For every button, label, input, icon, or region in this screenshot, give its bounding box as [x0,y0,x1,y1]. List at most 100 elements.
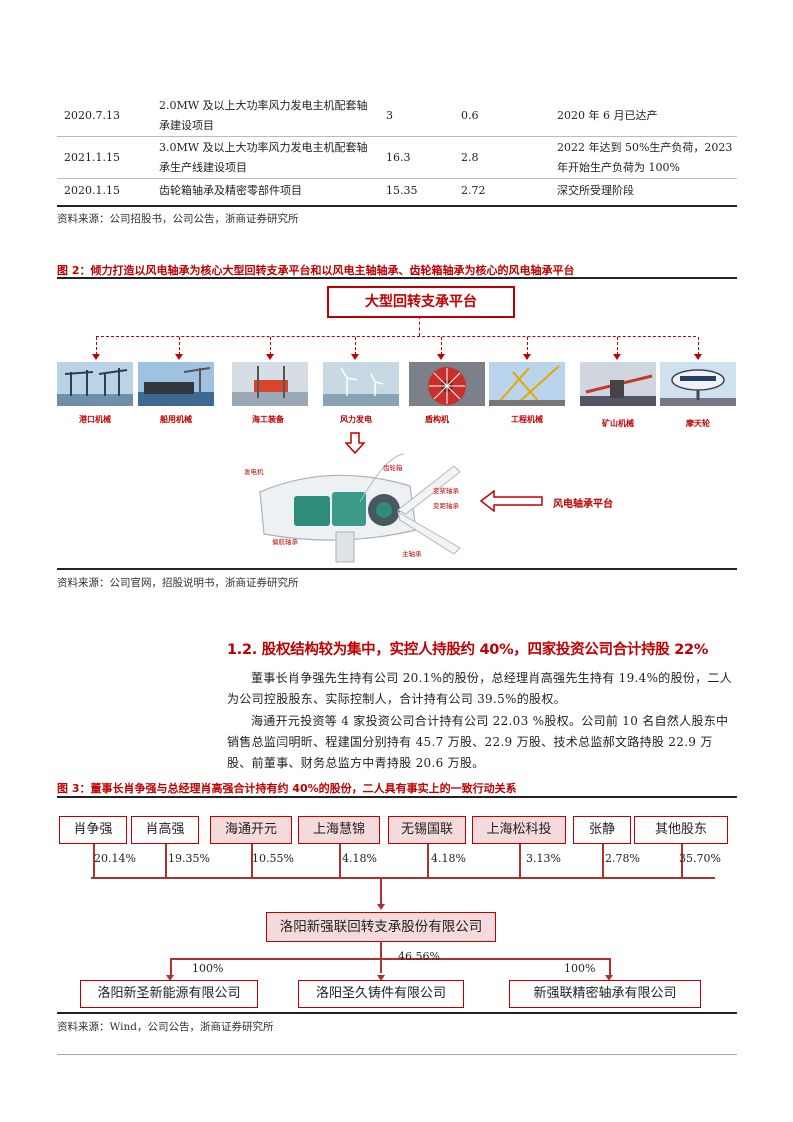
figure2-title: 图 2：倾力打造以风电轴承为核心大型回转支承平台和以风电主轴轴承、齿轮箱轴承为核… [57,264,575,277]
down-arrow-icon [344,432,366,458]
ownership-pct: 100% [564,962,596,975]
project-cell: 2.0MW 及以上大功率风力发电主机配套轴 [159,99,368,112]
section-heading: 1.2. 股权结构较为集中，实控人持股约 40%，四家投资公司合计持股 22% [227,642,709,658]
ownership-pct: 100% [192,962,224,975]
arrowhead-icon [523,354,531,360]
mining-machinery-image [580,362,656,406]
amount-cell: 0.6 [461,109,479,122]
connector-line [339,844,341,878]
ferris-wheel-image [660,362,736,406]
figure3-title: 图 3：董事长肖争强与总经理肖高强合计持有约 40%的股份，二人具有事实上的一致… [57,782,517,795]
connector-line [170,958,172,976]
footer-rule [57,1054,737,1055]
subsidiary-box: 洛阳新圣新能源有限公司 [80,980,258,1008]
label-main-bearing: 主轴承 [402,550,422,558]
figure3-bottom-rule [57,1012,737,1014]
figure2-source: 资料来源：公司官网，招股说明书，浙商证券研究所 [57,577,299,589]
connector-line [427,844,429,878]
connector-line [380,878,382,908]
shareholding-pct: 3.13% [526,852,561,865]
arrowhead-icon [351,354,359,360]
label-yaw-bearing: 变距轴承 [433,502,459,510]
project-cell: 3.0MW 及以上大功率风力发电主机配套轴 [159,141,368,154]
shareholding-pct: 2.78% [605,852,640,865]
shareholder-box: 肖争强 [59,816,127,844]
table-bottom-rule [57,205,737,207]
label-yaw-bearing-2: 偏航轴承 [272,538,298,546]
status-cell: 年开始生产负荷为 100% [557,161,680,174]
offshore-equipment-image [232,362,308,406]
figure2-bottom-rule [57,568,737,570]
amount-cell: 2.72 [461,184,486,197]
arrowhead-icon [377,975,385,981]
paragraph: 海通开元投资等 4 家投资公司合计持有公司 22.03 %股权。公司前 10 名… [227,714,729,770]
shareholder-box: 上海慧锦 [298,816,380,844]
branch-connector [441,337,442,355]
left-arrow-icon [479,489,544,516]
shareholder-box: 海通开元 [210,816,292,844]
large-slewing-platform-box: 大型回转支承平台 [327,286,515,318]
table-row: 2020.1.15 齿轮箱轴承及精密零部件项目 15.35 2.72 深交所受理… [57,181,737,205]
shareholding-pct: 20.14% [94,852,136,865]
shareholding-pct: 35.70% [679,852,721,865]
table-row: 2020.7.13 2.0MW 及以上大功率风力发电主机配套轴 承建设项目 3 … [57,96,737,136]
project-cell: 承生产线建设项目 [159,161,247,174]
shareholder-box: 张静 [573,816,631,844]
arrowhead-icon [175,354,183,360]
arrowhead-icon [377,904,385,910]
connector-line [602,844,604,878]
app-label: 港口机械 [79,415,111,424]
arrowhead-icon [437,354,445,360]
port-machinery-image [57,362,133,406]
branch-connector [179,337,180,355]
figure3-rule [57,796,737,798]
status-cell: 2022 年达到 50%生产负荷，2023 [557,141,733,154]
arrowhead-icon [92,354,100,360]
connector-line [93,844,95,878]
arrowhead-icon [605,975,613,981]
investment-cell: 3 [386,109,393,122]
row-divider [57,178,737,179]
construction-machinery-image [489,362,565,406]
connector-line [251,844,253,878]
shareholder-box: 其他股东 [634,816,728,844]
table-source: 资料来源：公司招股书，公司公告，浙商证券研究所 [57,213,299,225]
connector-line [609,958,611,976]
shareholding-pct: 4.18% [431,852,466,865]
app-label: 盾构机 [425,415,449,424]
app-label: 工程机械 [511,415,543,424]
table-row: 2021.1.15 3.0MW 及以上大功率风力发电主机配套轴 承生产线建设项目… [57,138,737,178]
wind-bearing-platform-label: 风电轴承平台 [553,499,613,510]
connector-line [380,941,382,973]
app-label: 矿山机械 [602,419,634,428]
label-generator: 发电机 [244,468,264,476]
subsidiary-box: 新强联精密轴承有限公司 [509,980,701,1008]
shareholding-pct: 4.18% [342,852,377,865]
paragraph: 董事长肖争强先生持有公司 20.1%的股份，总经理肖高强先生持有 19.4%的股… [227,671,733,706]
branch-connector [698,337,699,355]
investment-cell: 16.3 [386,151,411,164]
arrowhead-icon [266,354,274,360]
arrowhead-icon [166,975,174,981]
figure3-source: 资料来源：Wind，公司公告，浙商证券研究所 [57,1021,274,1033]
branch-connector [355,337,356,355]
app-label: 风力发电 [340,415,372,424]
label-pitch-bearing: 变桨轴承 [433,487,459,495]
ownership-pct: 46.56% [398,950,440,963]
date-cell: 2021.1.15 [64,151,120,164]
connector-line [681,844,683,878]
connector-line [170,958,610,960]
shareholding-pct: 19.35% [168,852,210,865]
amount-cell: 2.8 [461,151,479,164]
figure2-rule [57,277,737,279]
shareholder-box: 无锡国联 [388,816,466,844]
company-box: 洛阳新强联回转支承股份有限公司 [266,912,496,942]
wind-power-image [323,362,399,406]
branch-connector [527,337,528,355]
date-cell: 2020.1.15 [64,184,120,197]
date-cell: 2020.7.13 [64,109,120,122]
app-label: 海工装备 [252,415,284,424]
connector-line [91,877,715,879]
connector [419,316,420,336]
branch-connector [96,337,97,355]
